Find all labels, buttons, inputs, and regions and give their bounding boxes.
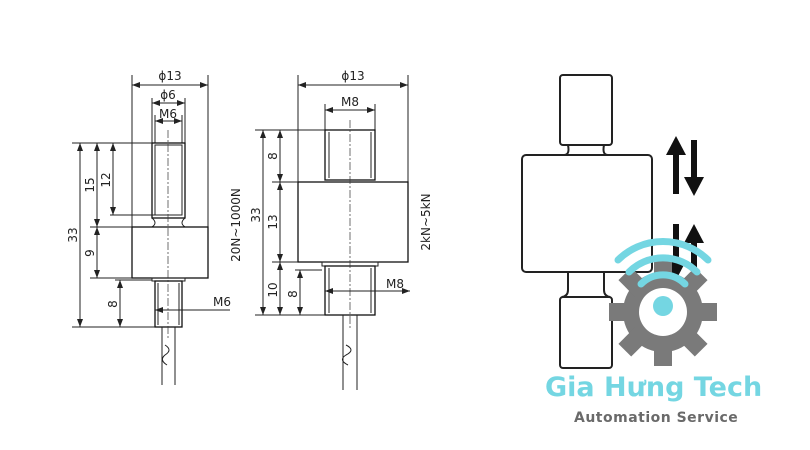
dim-10: 10	[266, 282, 280, 297]
dim-8-bottom: 8	[286, 290, 300, 298]
range-label-left: 20N~1000N	[229, 188, 243, 262]
load-cell-illustration	[521, 74, 704, 369]
dim-9: 9	[83, 249, 97, 257]
dim-12: 12	[99, 172, 113, 187]
dim-phi6: ϕ6	[160, 88, 176, 102]
dim-33: 33	[66, 227, 80, 242]
left-load-cell-drawing: ϕ13 ϕ6 M6 33 15 12 9 8 M6	[66, 69, 243, 385]
dim-top-thread: M6	[159, 107, 177, 121]
tension-arrows-icon	[666, 136, 704, 196]
logo-tagline: Automation Service	[574, 410, 738, 426]
middle-load-cell-drawing: ϕ13 M8 33 8 13 10 8 M8 2kN~5kN	[249, 69, 433, 390]
dim-phi13: ϕ13	[158, 69, 181, 83]
dim-bottom-thread-mid: M8	[386, 277, 404, 291]
wifi-icon	[614, 238, 712, 316]
logo-name: Gia Hưng Tech	[545, 372, 762, 403]
dim-phi13-mid: ϕ13	[341, 69, 364, 83]
dim-8-top: 8	[266, 152, 280, 160]
dim-33-mid: 33	[249, 207, 263, 222]
dim-15: 15	[83, 177, 97, 192]
dim-top-thread-mid: M8	[341, 95, 359, 109]
dim-bottom-thread: M6	[213, 295, 231, 309]
gia-hung-tech-logo: Gia Hưng Tech Automation Service	[545, 238, 762, 426]
dim-8: 8	[106, 300, 120, 308]
dim-13: 13	[266, 214, 280, 229]
range-label-mid: 2kN~5kN	[419, 193, 433, 250]
